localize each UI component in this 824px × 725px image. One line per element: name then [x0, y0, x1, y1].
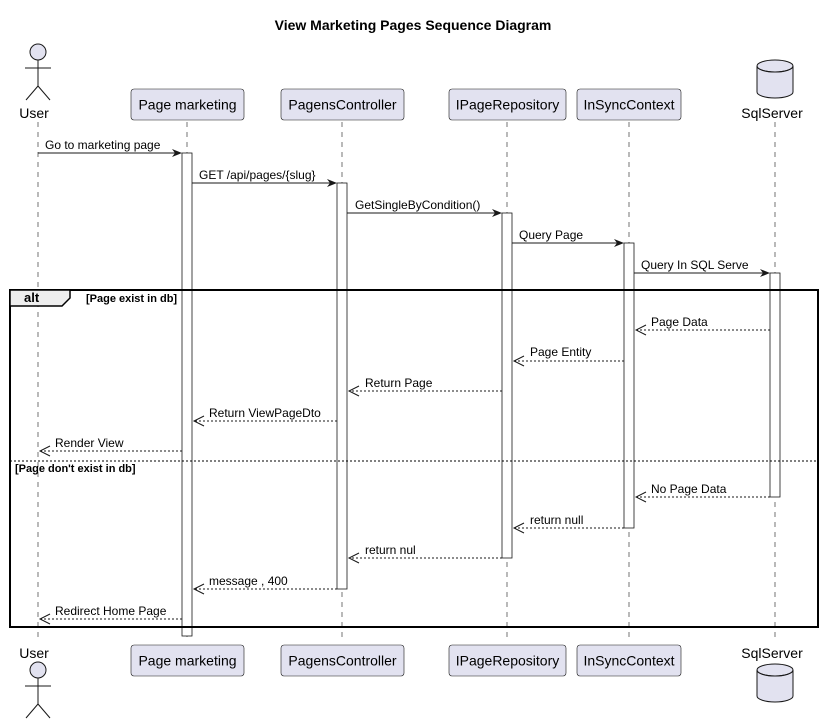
participant-label-ipage-repository-bottom: IPageRepository [456, 653, 560, 669]
arrowhead [347, 385, 360, 397]
message-label: Query In SQL Serve [641, 258, 749, 272]
database-sqlserver-bottom: SqlServer [741, 645, 803, 703]
message-label: return null [530, 513, 583, 527]
messages: Go to marketing page GET /api/pages/{slu… [38, 138, 770, 625]
actor-head-icon [29, 43, 47, 61]
participant-label-ipage-repository: IPageRepository [456, 97, 560, 113]
message-label: message , 400 [209, 574, 288, 588]
message-label: Go to marketing page [45, 138, 161, 152]
message-label: Return ViewPageDto [209, 406, 321, 420]
arrowhead [512, 522, 525, 534]
participant-label-user-bottom: User [19, 645, 49, 661]
arrowhead [634, 491, 647, 503]
alt-condition-exists: [Page exist in db] [86, 293, 177, 305]
participant-label-user: User [19, 105, 49, 121]
participant-box-pagens-controller-bottom [280, 644, 405, 677]
activation-insync-context [623, 242, 635, 529]
activation-bars [181, 152, 781, 637]
message-render-view: Render View [38, 436, 182, 457]
arrowhead [492, 209, 502, 217]
participant-label-pagens-controller-bottom: PagensController [288, 653, 397, 669]
actor-user-bottom: User [19, 645, 51, 719]
arrowhead [38, 445, 51, 457]
participant-box-ipage-repository [448, 88, 567, 121]
arrowhead [172, 149, 182, 157]
actor-head-icon [29, 661, 47, 679]
participant-box-insync-context-bottom [576, 644, 682, 677]
participant-box-insync-context [576, 88, 682, 121]
participant-box-ipage-repository-bottom [448, 644, 567, 677]
arrowhead [512, 355, 525, 367]
message-get-api-pages: GET /api/pages/{slug} [192, 168, 337, 187]
message-label: Return Page [365, 376, 433, 390]
participant-label-sqlserver: SqlServer [741, 105, 803, 121]
participant-box-pagens-controller [280, 88, 405, 121]
arrowhead [192, 415, 205, 427]
alt-condition-not-exists: [Page don't exist in db] [15, 463, 136, 475]
message-message-400: message , 400 [192, 574, 337, 595]
message-query-page: Query Page [512, 228, 624, 247]
alt-fragment-tab [9, 289, 71, 307]
alt-fragment: alt [Page exist in db] [Page don't exist… [9, 289, 819, 628]
arrowhead [760, 269, 770, 277]
database-sqlserver-top: SqlServer [741, 59, 803, 121]
diagram-title: View Marketing Pages Sequence Diagram [275, 17, 552, 33]
message-label: No Page Data [651, 482, 727, 496]
message-label: Page Entity [530, 345, 591, 359]
message-query-in-sql-serve: Query In SQL Serve [634, 258, 770, 277]
message-label: return nul [365, 543, 416, 557]
database-icon [756, 670, 794, 703]
message-label: GET /api/pages/{slug} [199, 168, 316, 182]
message-page-entity: Page Entity [512, 345, 624, 367]
database-icon [756, 66, 794, 99]
arrowhead [614, 239, 624, 247]
participant-heads-top: User Page marketing PagensController IPa… [19, 43, 803, 121]
activation-page-marketing [181, 152, 193, 637]
arrowhead [192, 583, 205, 595]
participant-label-pagens-controller: PagensController [288, 97, 397, 113]
participant-label-insync-context: InSyncContext [583, 97, 674, 113]
message-page-data: Page Data [634, 315, 770, 336]
arrowhead [327, 179, 337, 187]
activation-pagens-controller [336, 182, 348, 590]
participant-label-page-marketing: Page marketing [138, 97, 236, 113]
arrowhead [347, 552, 360, 564]
alt-fragment-frame [9, 289, 819, 628]
message-go-to-marketing-page: Go to marketing page [38, 138, 182, 157]
message-no-page-data: No Page Data [634, 482, 770, 503]
participant-label-sqlserver-bottom: SqlServer [741, 645, 803, 661]
participant-label-insync-context-bottom: InSyncContext [583, 653, 674, 669]
alt-operator-label: alt [24, 290, 40, 305]
message-label: Page Data [651, 315, 708, 329]
message-label: GetSingleByCondition() [355, 198, 480, 212]
message-label: Query Page [519, 228, 583, 242]
message-redirect-home-page: Redirect Home Page [38, 604, 182, 625]
message-label: Redirect Home Page [55, 604, 167, 618]
participant-label-page-marketing-bottom: Page marketing [138, 653, 236, 669]
message-get-single-by-condition: GetSingleByCondition() [347, 198, 502, 217]
actor-user-top: User [19, 43, 51, 121]
participant-box-page-marketing-bottom [130, 644, 245, 677]
message-return-nul: return nul [347, 543, 502, 564]
message-label: Render View [55, 436, 124, 450]
arrowhead [634, 324, 647, 336]
activation-ipage-repository [501, 212, 513, 559]
message-return-page: Return Page [347, 376, 502, 397]
arrowhead [38, 613, 51, 625]
message-return-viewpagedto: Return ViewPageDto [192, 406, 337, 427]
participant-box-page-marketing [130, 88, 245, 121]
message-return-null: return null [512, 513, 624, 534]
participant-heads-bottom: User Page marketing PagensController IPa… [19, 644, 803, 719]
activation-sqlserver [769, 272, 781, 498]
